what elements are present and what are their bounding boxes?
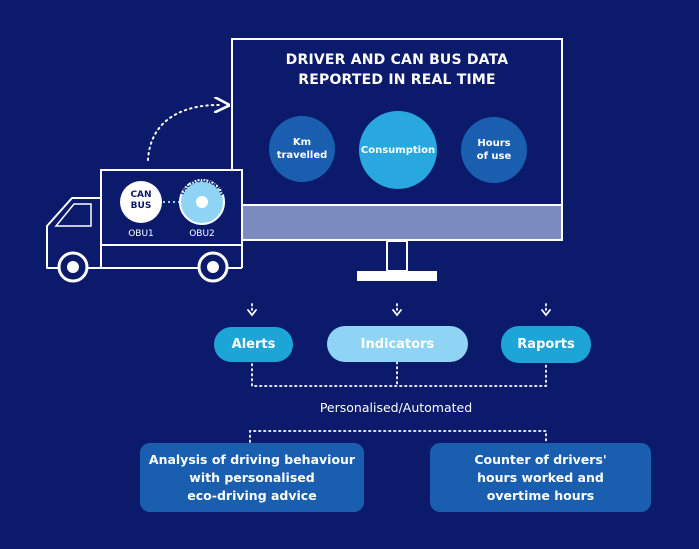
down-arrows: [247, 303, 551, 317]
hours-counter-line2: hours worked and: [477, 469, 604, 485]
hours-of-use-line1: Hours: [477, 138, 511, 149]
hours-of-use-circle: [461, 117, 527, 183]
tachograph-dial: [196, 196, 208, 208]
truck-rear-hub: [207, 261, 219, 273]
alerts-pill: Alerts: [214, 327, 293, 362]
hours-counter-line1: Counter of drivers': [474, 451, 607, 467]
monitor-title: DRIVER AND CAN BUS DATA REPORTED IN REAL…: [232, 50, 562, 90]
truck: TACHOGRAPH: [46, 169, 243, 283]
can-bus-label: CAN BUS: [121, 190, 161, 212]
can-bus-device: [120, 181, 162, 223]
km-travelled-label: Km travelled: [269, 136, 335, 162]
truck-front-hub: [67, 261, 79, 273]
monitor-title-line1: DRIVER AND CAN BUS DATA: [285, 52, 509, 68]
indicators-pill: Indicators: [327, 326, 468, 362]
raports-pill: Raports: [501, 326, 591, 363]
truck-window: [54, 203, 92, 227]
upper-bracket: [251, 363, 547, 387]
km-travelled-line2: travelled: [276, 150, 328, 161]
monitor-bottom-bar: [231, 204, 563, 241]
personalised-automated-label: Personalised/Automated: [319, 400, 473, 415]
driving-analysis-box: Analysis of driving behaviour with perso…: [140, 443, 364, 512]
km-travelled-circle: [269, 116, 335, 182]
driving-analysis-line2: with personalised: [189, 469, 315, 485]
hours-counter-box: Counter of drivers' hours worked and ove…: [430, 443, 651, 512]
consumption-label: Consumption: [360, 145, 436, 156]
lower-bracket: [249, 430, 547, 443]
can-bus-line1: CAN: [130, 190, 152, 200]
monitor-neck: [386, 240, 408, 272]
driving-analysis-line1: Analysis of driving behaviour: [148, 451, 356, 467]
hours-of-use-label: Hours of use: [461, 137, 527, 163]
connectors: [249, 361, 547, 443]
can-bus-line2: BUS: [130, 201, 152, 211]
driving-analysis-line3: eco-driving advice: [187, 487, 317, 503]
monitor-title-line2: REPORTED IN REAL TIME: [298, 72, 496, 88]
hours-of-use-line2: of use: [476, 151, 512, 162]
consumption-circle: [359, 111, 437, 189]
hours-counter-line3: overtime hours: [486, 487, 595, 503]
monitor-stand: [357, 271, 437, 281]
km-travelled-line1: Km: [292, 137, 312, 148]
obu2-label: OBU2: [189, 229, 215, 239]
truck-to-monitor-arrow: [147, 105, 222, 161]
obu1-label: OBU1: [128, 229, 154, 239]
